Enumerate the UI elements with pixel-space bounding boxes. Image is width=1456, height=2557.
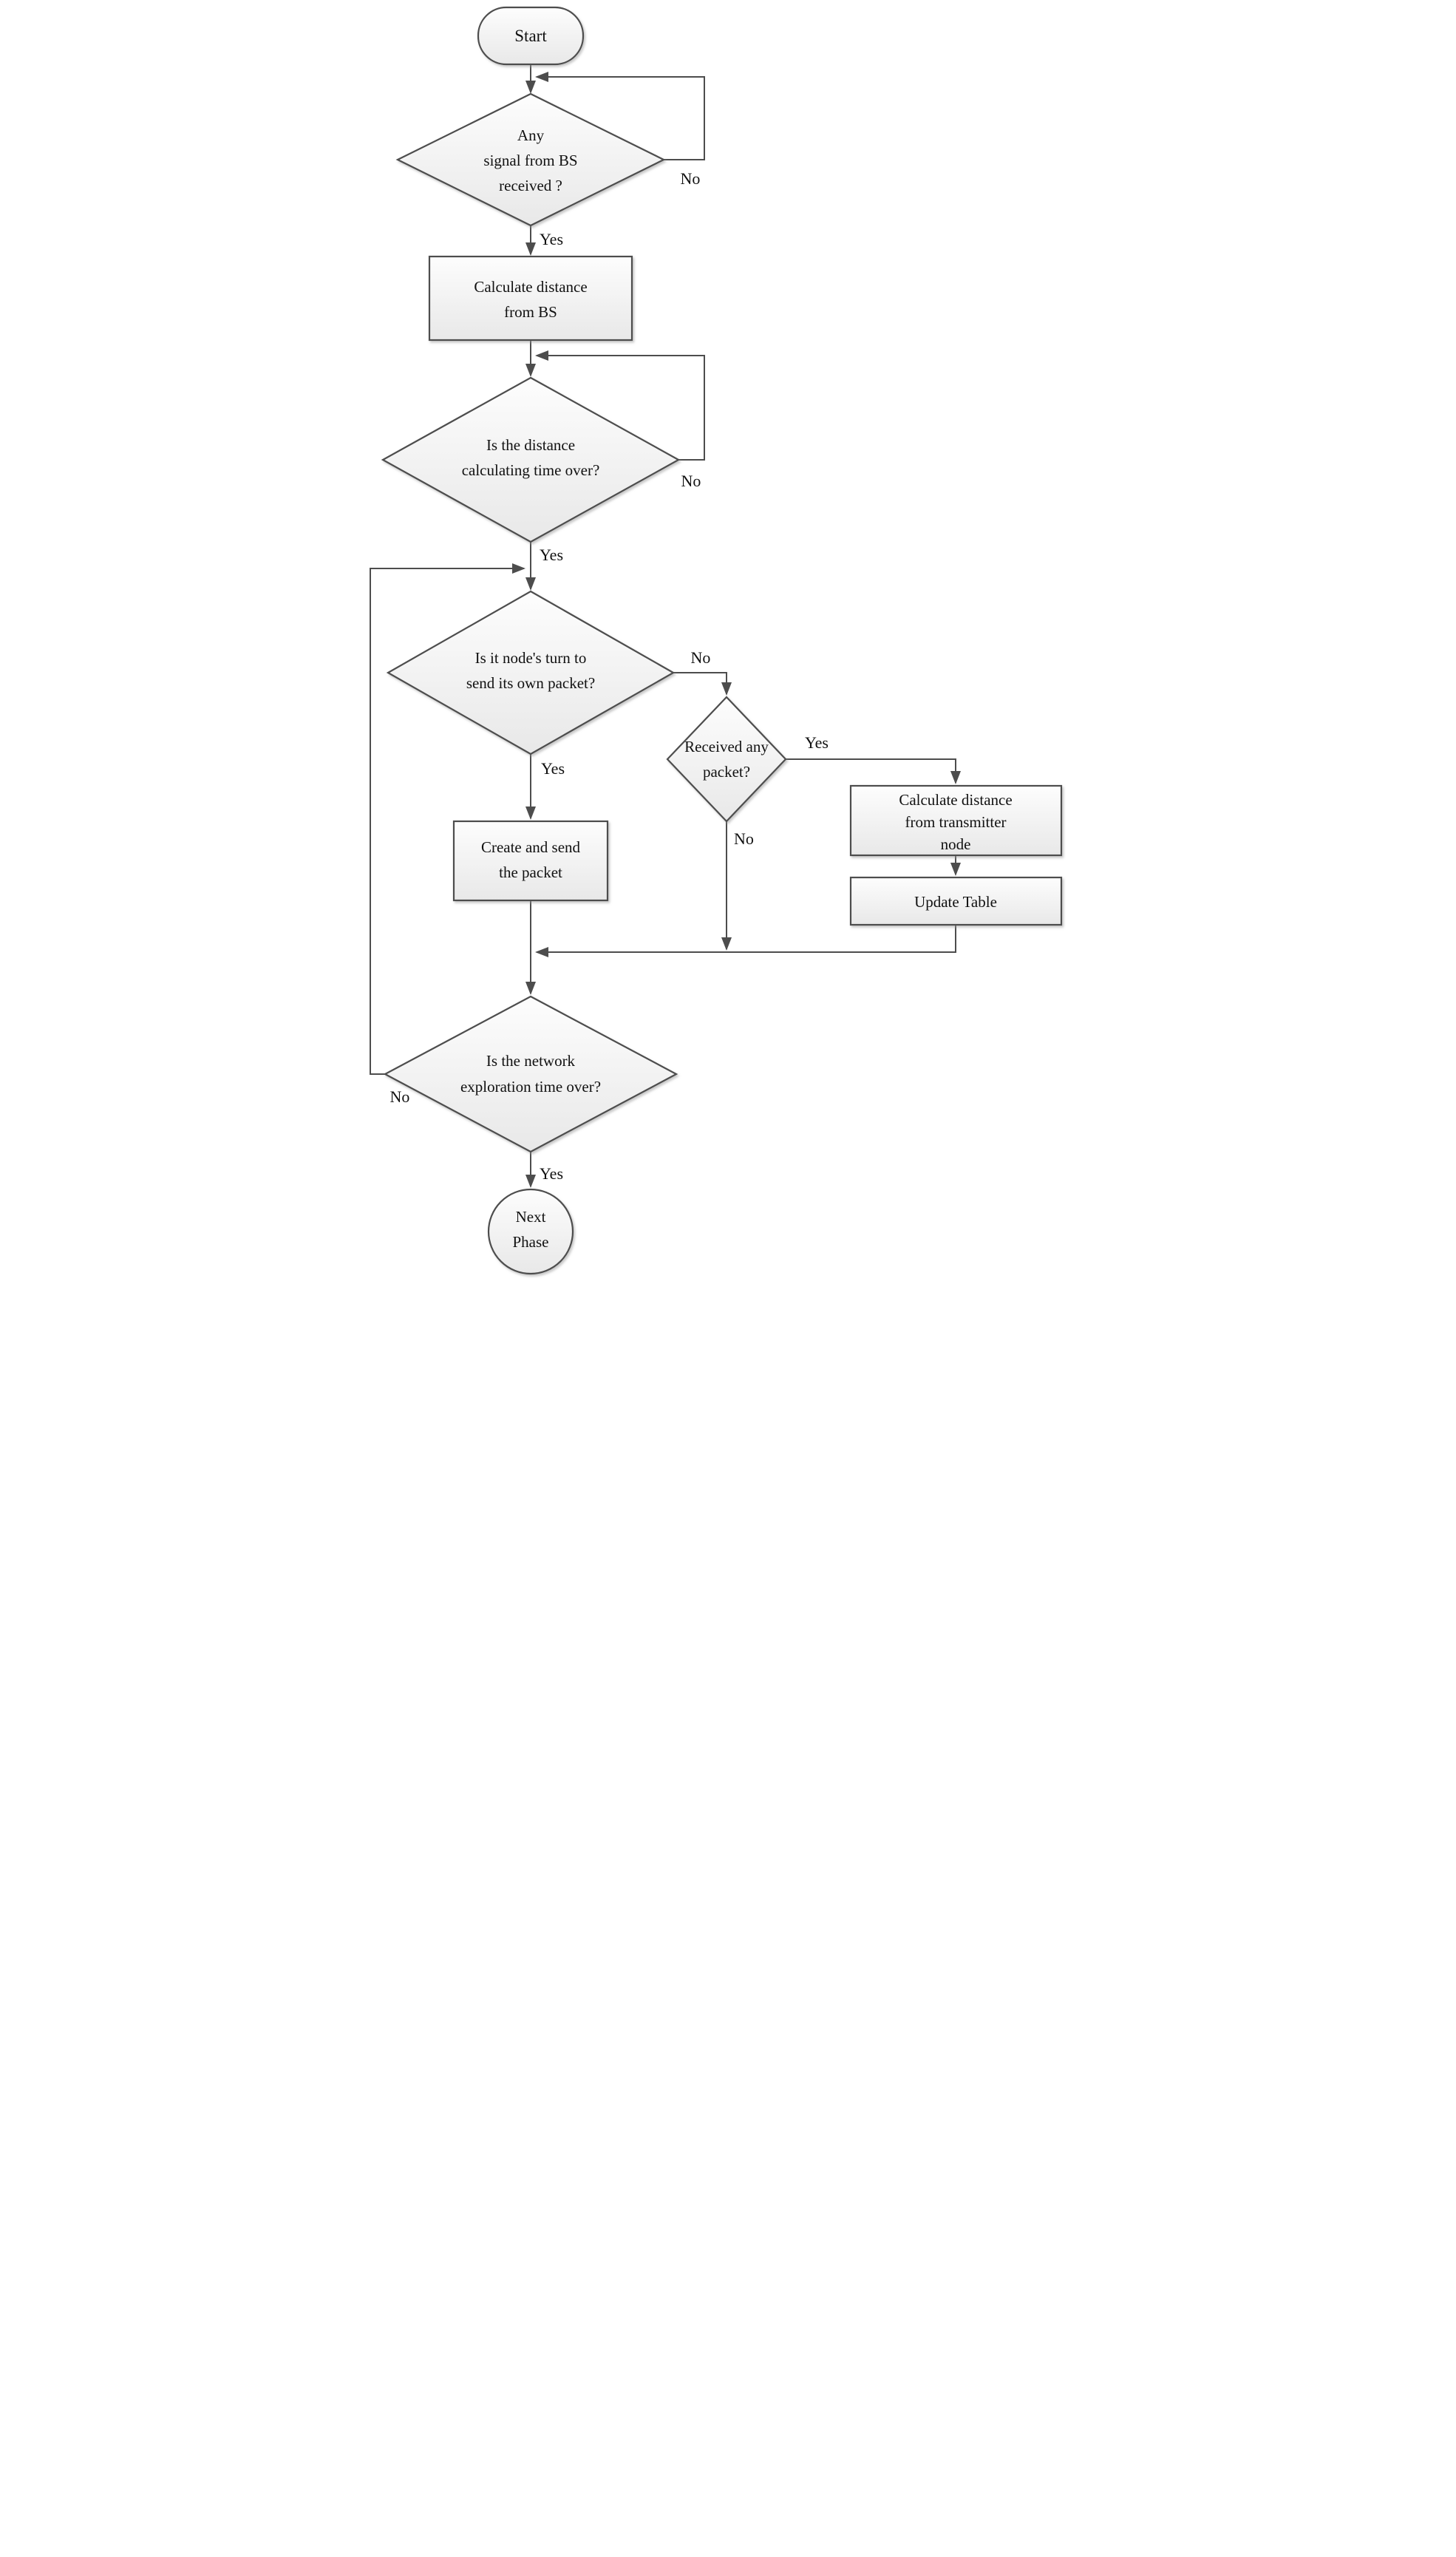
signal-check-label-line2: signal from BS — [483, 152, 577, 169]
time-check-label-line1: Is the distance — [486, 436, 574, 454]
node-calc-bs: Calculate distance from BS — [428, 255, 633, 342]
edge-label-time-no: No — [681, 472, 701, 490]
signal-check-label-line1: Any — [517, 126, 544, 144]
node-recv-check: Received any packet? — [665, 696, 787, 823]
flowchart-figure: No Yes No Yes No Yes Yes No No Yes Start… — [364, 0, 1092, 1279]
edge-label-explore-yes: Yes — [540, 1164, 563, 1183]
edge-update-table-to-merge — [534, 925, 956, 957]
start-shape — [477, 6, 584, 66]
calc-bs-shape — [428, 255, 633, 342]
calc-bs-label-line2: from BS — [504, 303, 557, 321]
time-check-label-line2: calculating time over? — [461, 461, 599, 479]
edge-explore-check-no-loop — [369, 563, 525, 1075]
next-phase-shape — [487, 1188, 574, 1275]
calc-bs-label-line1: Calculate distance — [474, 278, 587, 296]
node-start: Start — [477, 6, 584, 66]
edge-label-signal-no: No — [680, 169, 700, 188]
create-send-label-line2: the packet — [499, 863, 562, 881]
edge-signal-check-no-loop — [534, 72, 705, 160]
time-check-shape — [381, 376, 680, 543]
turn-check-label-line1: Is it node's turn to — [474, 649, 586, 667]
signal-check-label-line3: received ? — [499, 177, 562, 194]
calc-tx-label-line3: node — [940, 835, 970, 853]
node-turn-check: Is it node's turn to send its own packet… — [386, 590, 675, 755]
edge-recv-check-yes — [785, 758, 961, 784]
edge-label-signal-yes: Yes — [540, 230, 563, 248]
turn-check-shape — [386, 590, 675, 755]
create-send-label-line1: Create and send — [480, 838, 580, 856]
edge-label-time-yes: Yes — [540, 546, 563, 564]
edge-label-turn-no: No — [690, 648, 710, 667]
node-calc-tx: Calculate distance from transmitter node — [849, 784, 1062, 857]
next-phase-label-line1: Next — [515, 1208, 545, 1226]
explore-check-label-line2: exploration time over? — [460, 1078, 600, 1096]
edge-label-turn-yes: Yes — [541, 759, 565, 778]
signal-check-shape — [395, 92, 665, 227]
calc-tx-label-line2: from transmitter — [905, 813, 1006, 831]
edge-time-check-no-loop — [534, 350, 705, 461]
edge-label-explore-no: No — [389, 1087, 409, 1106]
update-table-shape — [849, 876, 1062, 926]
flowchart-canvas: No Yes No Yes No Yes Yes No No Yes Start… — [369, 6, 1062, 1275]
update-table-label: Update Table — [914, 893, 997, 911]
start-label: Start — [514, 27, 547, 45]
calc-tx-shape — [849, 784, 1062, 857]
node-explore-check: Is the network exploration time over? — [383, 995, 678, 1153]
node-next-phase: Next Phase — [487, 1188, 574, 1275]
recv-check-shape — [665, 696, 787, 823]
node-signal-check: Any signal from BS received ? — [395, 92, 665, 227]
next-phase-label-line2: Phase — [512, 1233, 548, 1251]
edge-turn-check-no — [673, 672, 732, 696]
node-update-table: Update Table — [849, 876, 1062, 926]
explore-check-label-line1: Is the network — [486, 1052, 575, 1070]
recv-check-label-line1: Received any — [684, 738, 769, 755]
node-time-check: Is the distance calculating time over? — [381, 376, 680, 543]
turn-check-label-line2: send its own packet? — [466, 674, 594, 692]
edge-label-recv-no: No — [734, 829, 754, 848]
edge-label-recv-yes: Yes — [804, 733, 828, 752]
node-create-send: Create and send the packet — [452, 820, 608, 902]
create-send-shape — [452, 820, 608, 902]
recv-check-label-line2: packet? — [702, 763, 749, 781]
explore-check-shape — [383, 995, 678, 1153]
calc-tx-label-line1: Calculate distance — [899, 791, 1012, 809]
